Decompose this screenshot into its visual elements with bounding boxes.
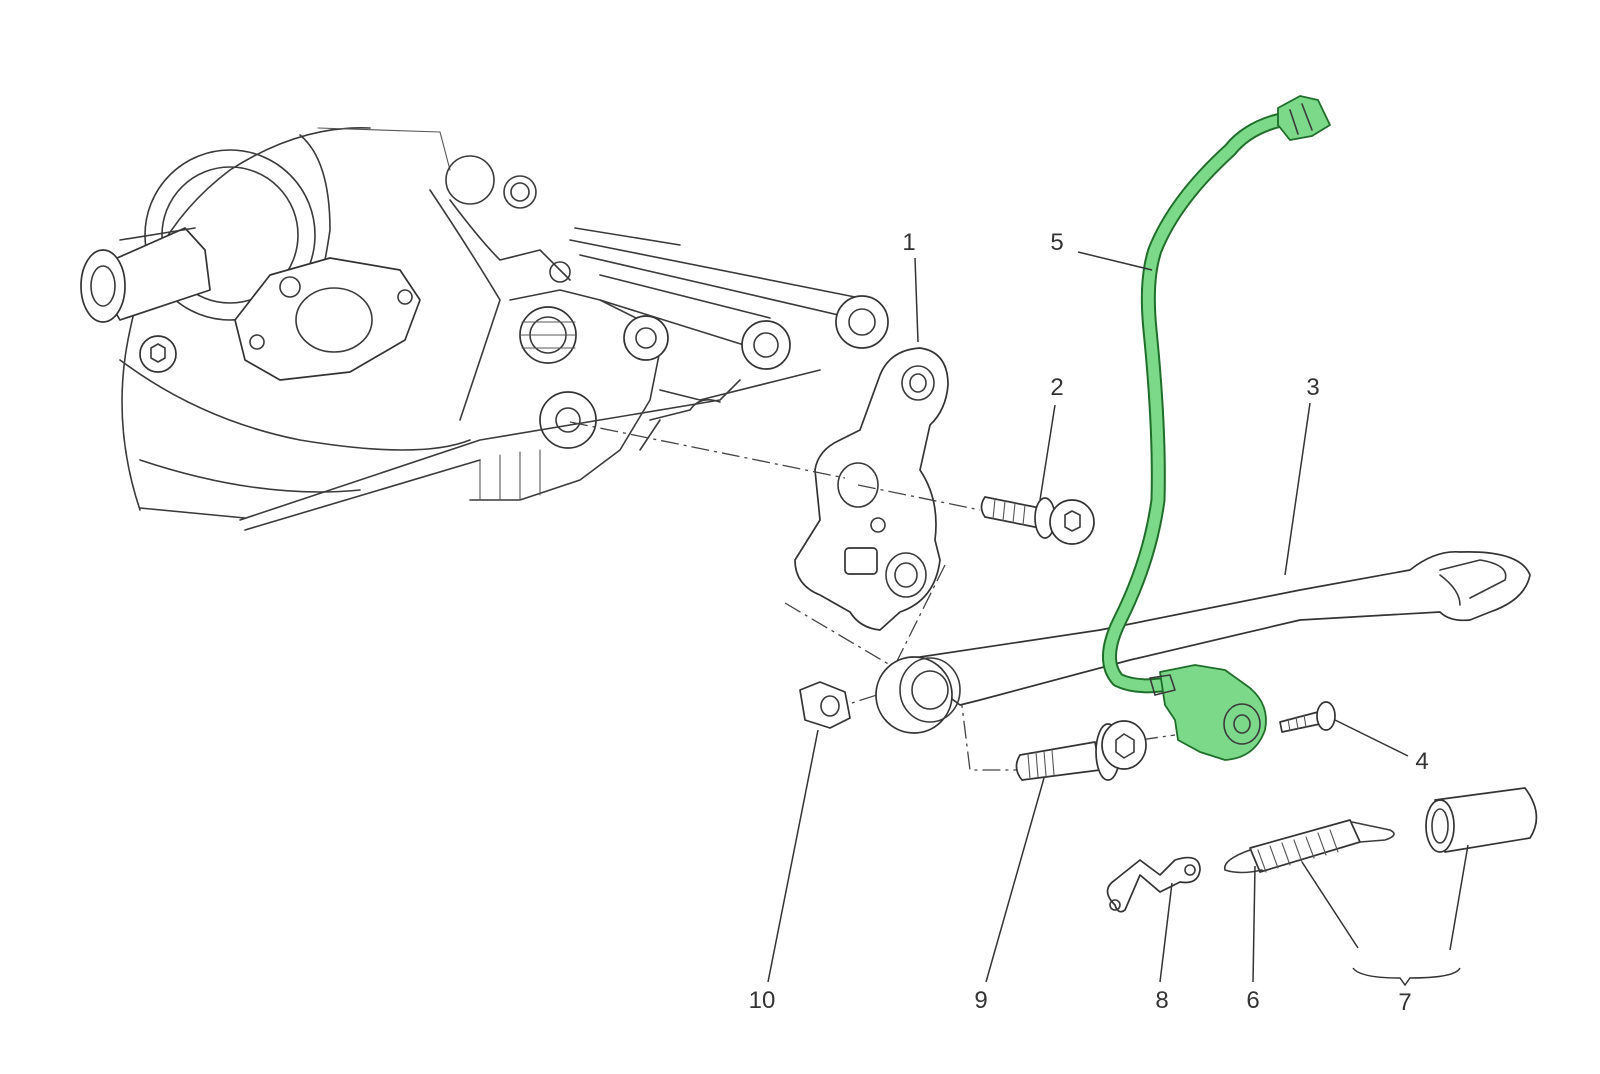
- callout-9: 9: [974, 987, 987, 1014]
- assembly-axis-lines: [569, 421, 1176, 771]
- callout-6: 6: [1246, 987, 1259, 1014]
- part-5-sidestand-switch-highlighted: [1102, 95, 1331, 761]
- callout-4: 4: [1415, 748, 1428, 775]
- callout-labels: 1 2 3 4 5 6 7 8 9 10: [749, 229, 1429, 1016]
- engine-crankcase: [80, 127, 889, 531]
- part-4-screw: [1279, 701, 1336, 733]
- part-2-bolt: [980, 496, 1095, 545]
- callout-2: 2: [1050, 374, 1063, 401]
- callout-7: 7: [1398, 989, 1411, 1016]
- part-1-sidestand-bracket: [794, 347, 949, 631]
- leader-lines: [767, 251, 1469, 987]
- callout-1: 1: [902, 229, 915, 256]
- part-7-sleeve: [1425, 787, 1538, 853]
- callout-10: 10: [749, 987, 776, 1014]
- part-10-nut: [799, 681, 851, 729]
- part-9-pivot-bolt: [1015, 720, 1147, 781]
- part-3-sidestand-leg: [875, 550, 1531, 734]
- callout-5: 5: [1050, 229, 1063, 256]
- part-6-spring: [1223, 819, 1395, 874]
- part-8-clip: [1106, 856, 1201, 913]
- callout-8: 8: [1155, 987, 1168, 1014]
- callout-3: 3: [1306, 374, 1319, 401]
